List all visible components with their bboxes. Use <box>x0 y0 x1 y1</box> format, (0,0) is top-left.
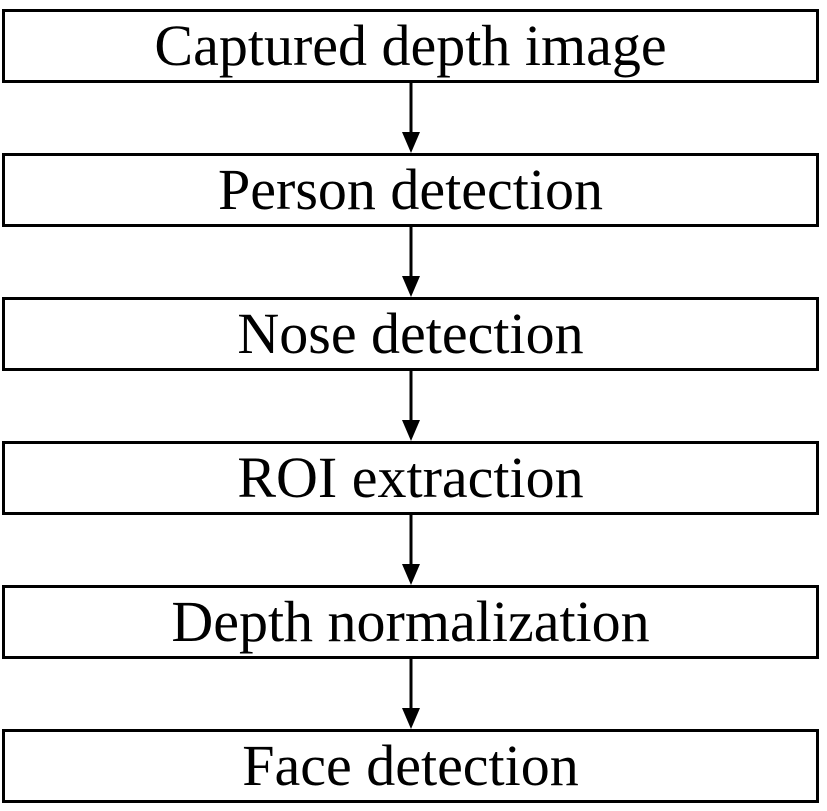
step-label: Face detection <box>242 733 579 798</box>
step-label: Nose detection <box>237 301 584 366</box>
step-label: Depth normalization <box>171 589 650 654</box>
step-roi-extraction: ROI extraction <box>2 441 819 515</box>
arrow-down-icon <box>402 80 420 153</box>
step-face-detection: Face detection <box>2 729 819 803</box>
step-label: Captured depth image <box>154 13 667 78</box>
step-person-detection: Person detection <box>2 153 819 227</box>
step-label: ROI extraction <box>237 445 584 510</box>
step-captured-depth-image: Captured depth image <box>2 9 819 83</box>
step-label: Person detection <box>218 157 603 222</box>
arrow-down-icon <box>402 656 420 729</box>
step-depth-normalization: Depth normalization <box>2 585 819 659</box>
arrow-down-icon <box>402 512 420 585</box>
step-nose-detection: Nose detection <box>2 297 819 371</box>
arrow-down-icon <box>402 224 420 297</box>
arrow-down-icon <box>402 368 420 441</box>
